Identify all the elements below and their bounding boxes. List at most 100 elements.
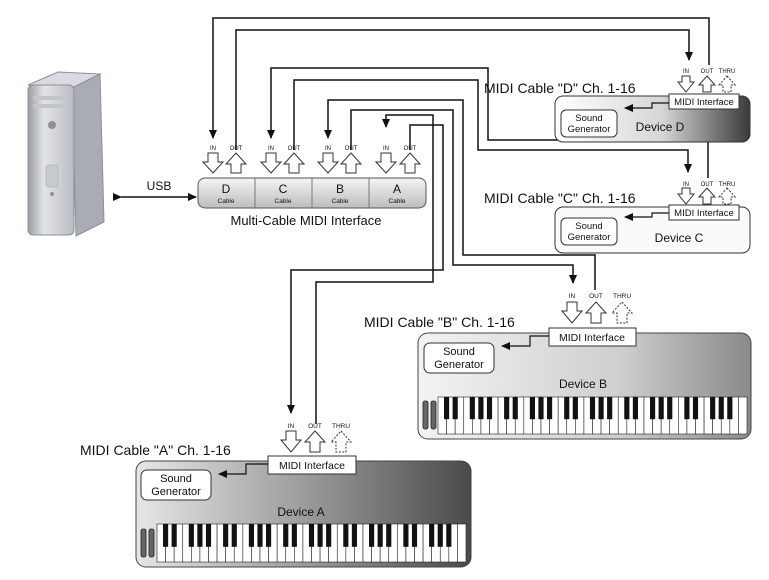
device-b-black-key — [478, 397, 484, 420]
device-a-in-arrow-icon — [279, 430, 303, 453]
port-a-out-arrow-icon — [398, 152, 422, 174]
device-a-black-key — [248, 524, 254, 547]
device-d-name: Device D — [636, 120, 685, 134]
device-a-black-key — [266, 524, 272, 547]
cable-d-from-device — [209, 17, 710, 139]
cable-b-from-device — [324, 99, 596, 290]
device-b-black-key — [504, 397, 510, 420]
device-c-out-label: OUT — [701, 182, 714, 188]
device-b-black-key — [632, 397, 638, 420]
device-a-black-key — [351, 524, 357, 547]
port-d-out-label: OUT — [230, 146, 243, 152]
device-a-black-key — [205, 524, 212, 547]
port-b-in-arrow-icon — [316, 152, 340, 174]
device-d-midi-interface: MIDI Interface — [674, 97, 734, 108]
device-b-black-key — [572, 397, 578, 420]
device-a-black-key — [437, 524, 443, 547]
device-a-out-arrow-icon — [303, 430, 327, 453]
device-a-black-key — [171, 524, 177, 547]
device-b-out-arrow-icon — [584, 301, 608, 324]
port-sub-c: Cable — [275, 198, 292, 205]
device-a-black-key — [257, 524, 263, 547]
port-a-in-arrow-icon — [374, 152, 398, 174]
device-a-sound-line1: Sound — [160, 473, 192, 485]
device-c-name: Device C — [655, 231, 704, 245]
device-d-out-arrow-icon — [697, 75, 717, 93]
device-a-black-key — [377, 524, 383, 547]
cable-d-to-device — [235, 29, 693, 150]
device-c-thru-arrow-icon — [717, 187, 737, 205]
device-a-white-key — [457, 523, 467, 563]
port-c-in-arrow-icon — [259, 152, 283, 174]
device-b-midi-interface: MIDI Interface — [559, 332, 625, 344]
cable-a-to-device — [287, 124, 444, 414]
device-a-black-key — [326, 524, 332, 547]
device-b-thru-arrow-icon — [610, 301, 634, 324]
device-c-out-arrow-icon — [697, 187, 717, 205]
port-sub-d: Cable — [218, 198, 235, 205]
device-d-in-arrow-icon — [676, 75, 696, 93]
device-a-thru-arrow-icon — [329, 430, 353, 453]
device-b-black-key — [444, 397, 450, 420]
device-b-black-key — [710, 397, 716, 420]
cable-c-from-device — [267, 67, 709, 178]
device-a-black-key — [343, 524, 349, 547]
apple-logo-icon — [48, 121, 56, 129]
device-b-black-key — [512, 397, 518, 420]
device-c-sound-line1: Sound — [575, 221, 602, 232]
device-c: MIDI Cable "C" Ch. 1-16 MIDI Interface S… — [484, 182, 751, 254]
device-c-in-arrow-icon — [676, 187, 696, 205]
device-a-out-label: OUT — [308, 423, 322, 430]
device-b-black-key — [529, 397, 535, 420]
device-a-black-key — [231, 524, 237, 547]
device-b-black-key — [624, 397, 630, 420]
device-b-black-key — [658, 397, 664, 420]
device-a-black-key — [188, 524, 194, 547]
port-sub-b: Cable — [332, 198, 349, 205]
port-c-out-arrow-icon — [282, 152, 306, 174]
device-a-black-key — [163, 524, 169, 547]
device-d-thru-label: THRU — [719, 69, 736, 75]
device-b-black-key — [452, 397, 458, 420]
device-a-black-key — [197, 524, 203, 547]
device-b-black-key — [486, 397, 493, 420]
device-a-midi-interface: MIDI Interface — [279, 460, 345, 472]
device-a-name: Device A — [277, 505, 324, 519]
port-letter-b: B — [336, 182, 344, 196]
device-d-cable-label: MIDI Cable "D" Ch. 1-16 — [484, 80, 636, 96]
device-a-thru-label: THRU — [332, 423, 350, 430]
port-letter-d: D — [222, 182, 231, 196]
device-b-sound-line2: Generator — [434, 359, 484, 371]
port-d-out-arrow-icon — [224, 152, 248, 174]
cable-c-to-device — [293, 79, 692, 173]
device-a-black-key — [429, 524, 435, 547]
device-b-black-key — [650, 397, 656, 420]
port-a-in-label: IN — [383, 146, 389, 152]
port-c-out-label: OUT — [288, 146, 301, 152]
device-b-black-key — [684, 397, 690, 420]
device-b-black-key — [589, 397, 596, 420]
device-a: MIDI Cable "A" Ch. 1-16 MIDI Interface S… — [80, 423, 472, 568]
device-a-sound-line2: Generator — [151, 486, 201, 498]
port-letter-c: C — [279, 182, 288, 196]
device-d-sound-line2: Generator — [568, 124, 611, 135]
device-b-black-key — [607, 397, 613, 420]
device-d-sound-line1: Sound — [575, 113, 602, 124]
device-b-black-key — [667, 397, 673, 420]
device-c-midi-interface: MIDI Interface — [674, 208, 734, 219]
port-b-out-label: OUT — [345, 146, 358, 152]
device-b-black-key — [718, 397, 724, 420]
interface-title: Multi-Cable MIDI Interface — [231, 213, 382, 228]
midi-cables — [209, 17, 710, 424]
device-a-in-label: IN — [288, 423, 295, 430]
device-a-cable-label: MIDI Cable "A" Ch. 1-16 — [80, 442, 231, 458]
device-a-black-key — [291, 524, 297, 547]
device-b-black-key — [727, 397, 733, 420]
device-d-thru-arrow-icon — [717, 75, 737, 93]
device-a-black-key — [308, 524, 315, 547]
device-c-sound-line2: Generator — [568, 232, 611, 243]
port-sub-a: Cable — [389, 198, 406, 205]
usb-link: USB — [113, 179, 197, 201]
device-a-black-key — [446, 524, 452, 547]
